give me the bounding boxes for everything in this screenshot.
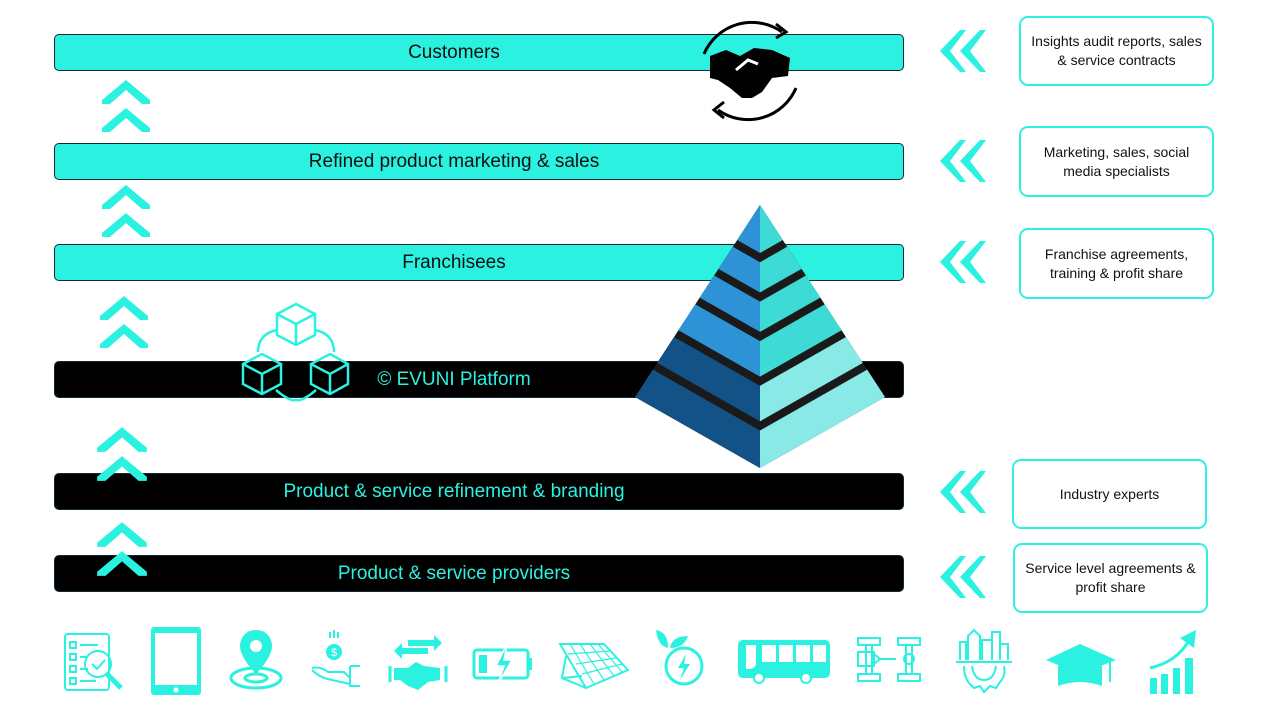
tablet-icon — [151, 627, 201, 695]
layer-label: Franchisees — [402, 251, 506, 273]
double-chevron-left-icon — [940, 241, 986, 283]
chassis-icon — [857, 637, 921, 682]
svg-text:$: $ — [331, 647, 337, 659]
location-pin-icon — [229, 630, 283, 690]
handshake-cycle-icon — [702, 20, 798, 122]
battery-charging-icon — [472, 643, 532, 685]
layer-platform: © EVUNI Platform — [54, 361, 904, 398]
box-insights: Insights audit reports, sales & service … — [1019, 16, 1214, 86]
double-chevron-up-icon — [102, 185, 150, 237]
blockchain-cubes-icon — [241, 302, 350, 402]
box-text: Industry experts — [1059, 485, 1160, 502]
double-chevron-left-icon — [940, 140, 986, 182]
double-chevron-up-icon — [97, 427, 147, 481]
box-text: Service level agreements & profit share — [1025, 560, 1196, 595]
box-text: Insights audit reports, sales & service … — [1031, 33, 1202, 68]
box-text: Franchise agreements, training & profit … — [1044, 245, 1189, 281]
pyramid-layer-left — [699, 275, 760, 332]
handshake-exchange-icon — [388, 635, 448, 690]
box-text: Marketing, sales, social media specialis… — [1043, 143, 1190, 179]
box-franchise: Franchise agreements, training & profit … — [1019, 228, 1214, 299]
solar-panel-icon — [558, 643, 630, 690]
box-marketing: Marketing, sales, social media specialis… — [1019, 126, 1214, 197]
checklist-search-icon — [64, 633, 123, 691]
layer-providers: Product & service providers — [54, 555, 904, 592]
box-industry-experts: Industry experts — [1012, 459, 1207, 529]
layer-refined-marketing: Refined product marketing & sales — [54, 143, 904, 180]
layer-label: Product & service refinement & branding — [283, 480, 625, 502]
layer-label: © EVUNI Platform — [377, 368, 531, 390]
bus-icon — [738, 640, 830, 684]
graduation-cap-icon — [1046, 644, 1116, 686]
double-chevron-left-icon — [940, 471, 986, 513]
eco-energy-icon — [656, 630, 704, 686]
industry-gear-icon — [956, 628, 1012, 694]
layer-franchisees: Franchisees — [54, 244, 904, 281]
pyramid-layer-right — [760, 275, 821, 332]
layer-label: Product & service providers — [337, 562, 571, 584]
double-chevron-left-icon — [940, 556, 986, 598]
layer-refinement: Product & service refinement & branding — [54, 473, 904, 510]
double-chevron-left-icon — [940, 30, 986, 72]
double-chevron-up-icon — [97, 522, 147, 576]
growth-chart-icon — [1149, 630, 1196, 694]
double-chevron-up-icon — [100, 296, 148, 348]
layer-label: Refined product marketing & sales — [308, 150, 600, 172]
box-sla: Service level agreements & profit share — [1013, 543, 1208, 613]
double-chevron-up-icon — [102, 80, 150, 132]
money-hand-icon: $ — [311, 630, 360, 687]
layer-label: Customers — [408, 41, 500, 63]
